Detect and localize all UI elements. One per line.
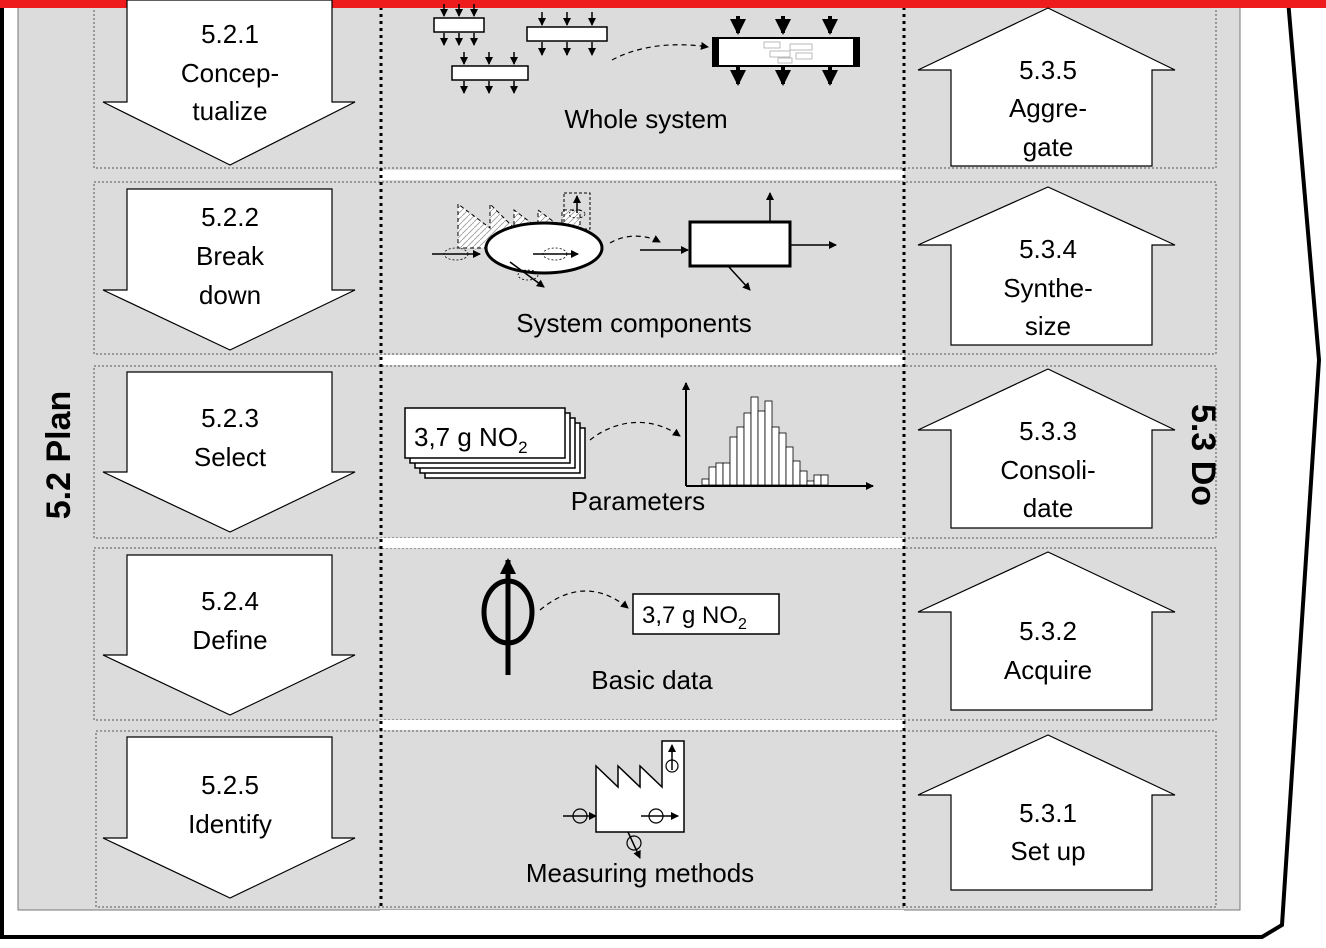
parameter-card-stack: 3,7 g NO2 <box>404 407 586 479</box>
do-step-number: 5.3.5 <box>1019 55 1077 85</box>
histogram-bar <box>820 474 829 486</box>
histogram-bar <box>792 460 801 486</box>
do-step-5: 5.3.5 Aggre- gate <box>917 7 1176 167</box>
up-arrow-shape <box>917 368 1176 529</box>
do-step-text: Consoli- <box>1000 455 1095 485</box>
do-step-text: size <box>1025 311 1071 341</box>
plan-step-number: 5.2.3 <box>201 403 259 433</box>
parameter-card-value: 3,7 g NO2 <box>414 422 528 457</box>
plan-step-4: 5.2.4 Define <box>102 554 356 716</box>
up-arrow-shape <box>917 551 1176 711</box>
do-step-1: 5.3.1 Set up <box>917 734 1176 891</box>
histogram-bar <box>722 462 731 486</box>
histogram-bar <box>701 478 710 486</box>
histogram-bar <box>750 396 759 486</box>
top-red-bar <box>0 0 1326 8</box>
plan-step-3: 5.2.3 Select <box>102 371 356 533</box>
do-step-number: 5.3.2 <box>1019 616 1077 646</box>
caption-whole-system: Whole system <box>564 104 727 134</box>
basic-data-value: 3,7 g NO2 <box>642 602 747 633</box>
histogram-bar <box>729 436 738 486</box>
do-step-text: Set up <box>1010 836 1085 866</box>
do-step-number: 5.3.3 <box>1019 416 1077 446</box>
plan-step-2: 5.2.2 Break down <box>102 188 356 351</box>
system-components-icon <box>432 192 837 291</box>
plan-step-number: 5.2.5 <box>201 770 259 800</box>
do-step-text: Synthe- <box>1003 273 1093 303</box>
plan-step-number: 5.2.2 <box>201 202 259 232</box>
do-step-text: date <box>1023 493 1074 523</box>
down-arrow-shape <box>102 188 356 351</box>
up-arrow-shape <box>917 186 1176 346</box>
plan-side-label: 5.2 Plan <box>40 391 78 520</box>
caption-system-components: System components <box>516 308 752 338</box>
caption-basic-data: Basic data <box>591 665 713 695</box>
do-step-text: gate <box>1023 132 1074 162</box>
histogram-bar <box>743 412 752 486</box>
plan-step-text: Concep- <box>181 58 279 88</box>
histogram-bar <box>778 432 787 486</box>
plan-step-text: Break <box>196 241 265 271</box>
histogram-bar <box>764 400 773 486</box>
histogram-bar <box>736 426 745 486</box>
down-arrow-shape <box>102 371 356 533</box>
plan-step-text: tualize <box>192 96 267 126</box>
down-arrow-shape <box>102 0 356 166</box>
histogram-bar <box>757 410 766 486</box>
do-step-text: Acquire <box>1004 655 1092 685</box>
plan-step-number: 5.2.4 <box>201 586 259 616</box>
plan-step-number: 5.2.1 <box>201 19 259 49</box>
do-side-label: 5.3 Do <box>1184 404 1222 506</box>
do-step-number: 5.3.4 <box>1019 234 1077 264</box>
histogram-icon <box>682 382 874 490</box>
plan-step-1: 5.2.1 Concep- tualize <box>102 0 356 166</box>
basic-data-box: 3,7 g NO2 <box>632 593 780 635</box>
do-step-3: 5.3.3 Consoli- date <box>917 368 1176 529</box>
plan-step-text: Identify <box>188 809 272 839</box>
plan-step-text: down <box>199 280 261 310</box>
plan-step-text: Define <box>192 625 267 655</box>
histogram-bar <box>708 466 717 486</box>
up-arrow-shape <box>917 7 1176 167</box>
measuring-point-icon <box>481 558 535 675</box>
caption-parameters: Parameters <box>571 486 705 516</box>
down-arrow-shape <box>102 554 356 716</box>
caption-measuring-methods: Measuring methods <box>526 858 754 888</box>
plan-step-text: Select <box>194 442 267 472</box>
plan-step-5: 5.2.5 Identify <box>102 736 356 899</box>
histogram-bar <box>813 474 822 486</box>
do-step-text: Aggre- <box>1009 93 1087 123</box>
histogram-bar <box>785 446 794 486</box>
do-step-number: 5.3.1 <box>1019 798 1077 828</box>
down-arrow-shape <box>102 736 356 899</box>
do-step-4: 5.3.4 Synthe- size <box>917 186 1176 346</box>
histogram-bar <box>715 462 724 486</box>
up-arrow-shape <box>917 734 1176 891</box>
histogram-bar <box>799 470 808 486</box>
whole-system-icon <box>433 4 860 94</box>
factory-icon <box>563 740 685 859</box>
do-step-2: 5.3.2 Acquire <box>917 551 1176 711</box>
histogram-bar <box>806 480 815 486</box>
histogram-bar <box>771 426 780 486</box>
